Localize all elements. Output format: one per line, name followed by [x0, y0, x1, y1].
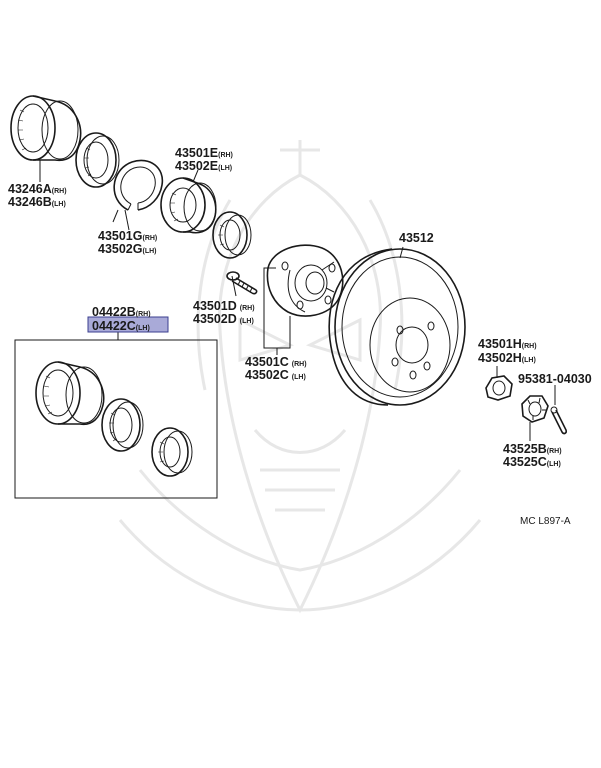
- label-43501d: 43501D(RH): [193, 299, 255, 313]
- label-43246b: 43246B(LH): [8, 195, 66, 209]
- label-43502g: 43502G(LH): [98, 242, 156, 256]
- kit-dust-seal-part: [35, 361, 105, 426]
- label-43502c: 43502C(LH): [245, 368, 306, 382]
- part-labels: 43246A(RH) 43246B(LH) 43501E(RH) 43502E(…: [8, 146, 592, 527]
- nut-lock-cap-part: [521, 395, 549, 423]
- cotter-pin-part: [550, 406, 567, 435]
- label-43501e: 43501E(RH): [175, 146, 233, 160]
- snap-ring-part: [113, 159, 164, 211]
- kit-oil-seal-part: [151, 427, 193, 477]
- label-04422c: 04422C(LH): [92, 319, 150, 333]
- oil-seal-part: [212, 211, 252, 259]
- label-43501c: 43501C(RH): [245, 355, 307, 369]
- label-43502e: 43502E(LH): [175, 159, 232, 173]
- label-43501g: 43501G(RH): [98, 229, 157, 243]
- highlight-box: [87, 316, 169, 333]
- hub-nut-part: [485, 375, 513, 401]
- label-43512: 43512: [399, 231, 434, 245]
- label-43246a: 43246A(RH): [8, 182, 67, 196]
- kit-box: [14, 339, 218, 499]
- catalog-code: MC L897-A: [520, 516, 571, 527]
- label-43501h: 43501H(RH): [478, 337, 537, 351]
- leader-lines: [39, 160, 556, 441]
- samurai-mask-icon: [118, 140, 482, 614]
- label-04422b: 04422B(RH): [92, 305, 151, 319]
- label-43502h: 43502H(LH): [478, 351, 536, 365]
- label-43502d: 43502D(LH): [193, 312, 254, 326]
- bearing-part: [75, 132, 120, 188]
- label-95381: 95381-04030: [518, 372, 592, 386]
- label-43525c: 43525C(LH): [503, 455, 561, 469]
- kit-bearing-part: [101, 398, 144, 452]
- hub-bolt-part: [226, 271, 258, 295]
- dust-seal-part: [10, 95, 82, 162]
- hub-bearing-part: [160, 177, 217, 234]
- label-43525b: 43525B(RH): [503, 442, 562, 456]
